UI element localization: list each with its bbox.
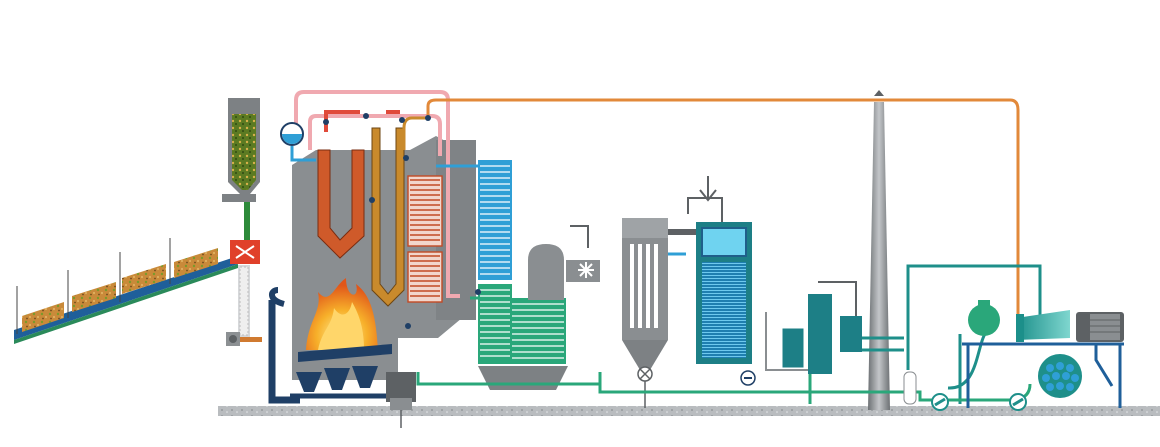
pump-icon — [740, 370, 756, 386]
pump-icon — [931, 393, 949, 411]
fuel-conveyor — [14, 190, 262, 346]
steam-drum — [280, 122, 304, 146]
ground — [218, 406, 1160, 416]
chimney — [868, 90, 890, 410]
flue-gas-condenser — [668, 176, 756, 386]
crusher — [230, 240, 260, 264]
generator — [1076, 312, 1124, 342]
pipe-junctions — [323, 113, 481, 329]
ash-hoppers — [296, 366, 378, 392]
bag-filter — [622, 218, 668, 408]
superheated-steam-loop — [294, 90, 460, 298]
fuel-chute — [226, 190, 262, 346]
rotary-valve-icon — [637, 366, 653, 382]
heat-exchanger — [765, 281, 862, 374]
furnace-fire — [306, 278, 378, 350]
condenser — [1038, 354, 1082, 398]
fuel-silo — [222, 98, 260, 202]
air-preheater — [528, 225, 600, 300]
deaerator-tank — [968, 300, 1000, 336]
steam-turbine — [1016, 310, 1070, 342]
fan-icon — [578, 262, 594, 278]
feedwater-pump — [1009, 393, 1027, 411]
superheater — [407, 175, 443, 303]
fuel-load — [22, 248, 218, 332]
turbine-frame — [962, 342, 1124, 408]
main-steam-line — [402, 98, 1020, 318]
district-heating-return — [903, 371, 1027, 411]
boiler — [268, 127, 476, 428]
